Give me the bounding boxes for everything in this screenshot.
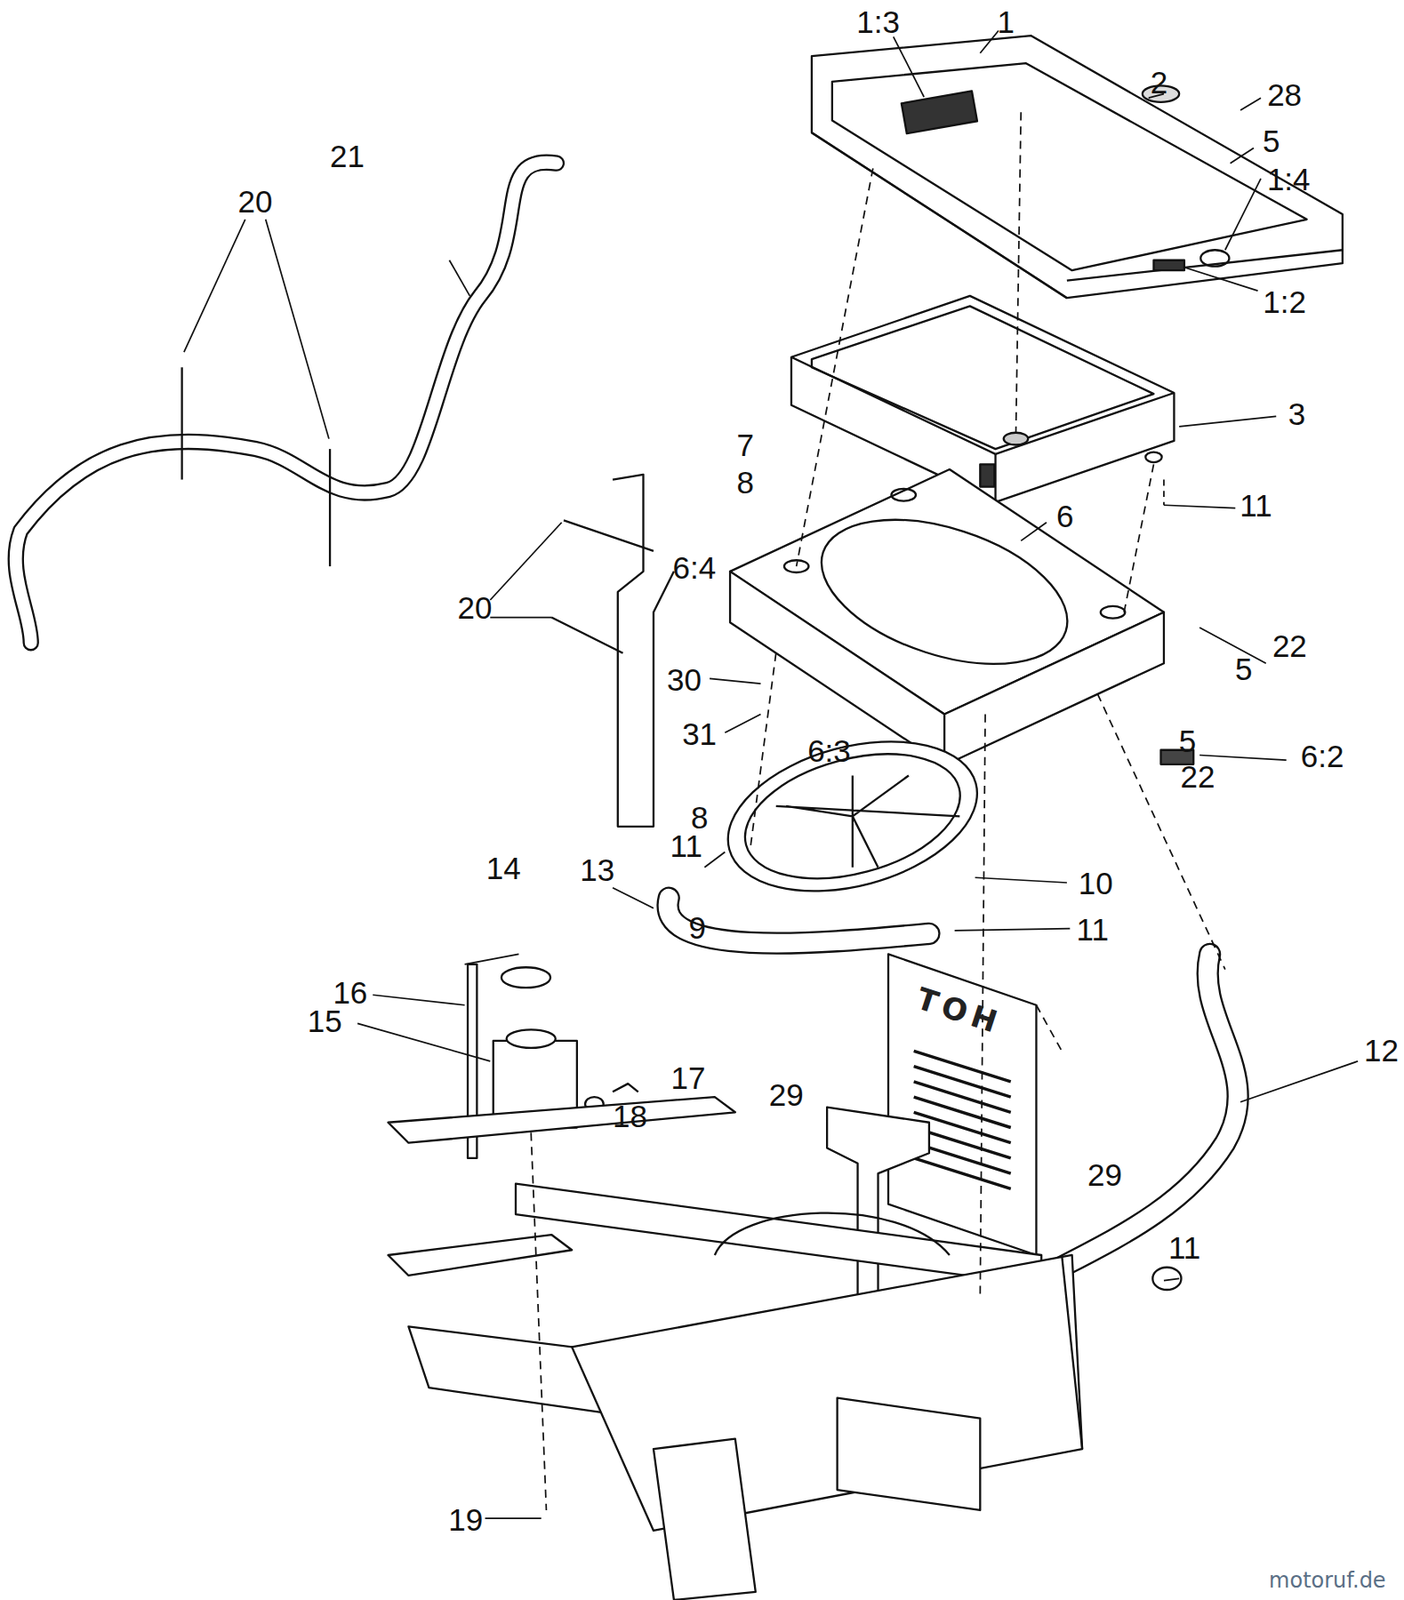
callout-number: 5 <box>1262 125 1280 157</box>
callout-number: 15 <box>307 1005 343 1037</box>
callout-number: 11 <box>1168 1232 1201 1264</box>
callout-number: 1:3 <box>856 5 900 37</box>
callout-number: 11 <box>670 829 703 861</box>
callout-number: 22 <box>1272 629 1308 661</box>
callout-number: 31 <box>681 717 717 749</box>
callout-number: 6:4 <box>673 552 717 584</box>
callout-number: 3 <box>1288 398 1306 430</box>
watermark: motoruf.de <box>1268 1570 1387 1592</box>
callout-number: 8 <box>690 801 708 833</box>
callout-number: 18 <box>612 1100 648 1132</box>
callout-number: 12 <box>1363 1034 1399 1066</box>
callout-number: 17 <box>671 1061 707 1093</box>
callout-number: 14 <box>486 852 522 884</box>
callout-number: 6:2 <box>1300 739 1345 771</box>
callout-number: 10 <box>1078 867 1114 899</box>
callout-number: 5 <box>1235 653 1252 685</box>
callout-number: 5 <box>1179 724 1196 756</box>
callout-number: 29 <box>769 1079 804 1111</box>
callout-number: 28 <box>1267 78 1302 110</box>
callout-number: 22 <box>1180 760 1216 792</box>
callout-number: 11 <box>1076 914 1109 946</box>
callout-number: 2 <box>1150 65 1168 97</box>
callout-number: 7 <box>737 428 755 460</box>
callout-number: 29 <box>1087 1158 1123 1190</box>
callout-number: 6:3 <box>807 735 851 767</box>
callout-number: 19 <box>448 1503 483 1535</box>
callout-number: 11 <box>1239 489 1272 522</box>
callout-number: 20 <box>238 185 273 217</box>
callout-number: 6 <box>1056 499 1074 531</box>
callout-number: 21 <box>329 139 365 171</box>
callout-number: 1:4 <box>1267 162 1311 194</box>
callout-number: 20 <box>457 592 493 624</box>
callout-number: 1 <box>996 5 1014 37</box>
callout-number: 30 <box>666 663 702 695</box>
callout-number: 1:2 <box>1262 285 1307 317</box>
callout-number: 8 <box>737 466 755 498</box>
callout-number: 13 <box>579 854 615 886</box>
callout-number: 16 <box>332 977 368 1009</box>
callout-number: 9 <box>689 911 707 943</box>
